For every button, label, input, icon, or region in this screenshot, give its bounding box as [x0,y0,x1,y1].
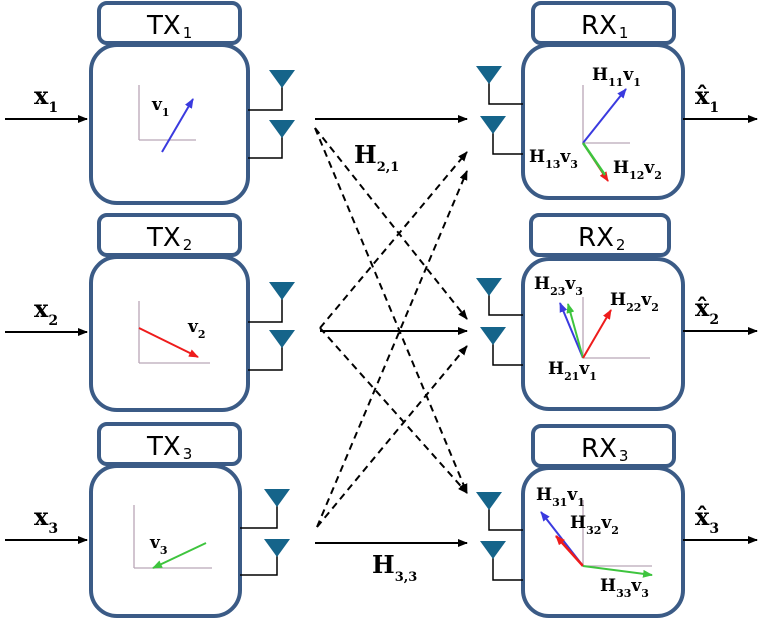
tx1-precoder-vector [161,98,194,153]
tx3-vector-label: v3 [149,533,168,557]
rx3-label-h32v2: H32v2 [570,513,619,537]
antenna-icon [480,327,506,345]
rx3-box [521,466,685,618]
antenna-icon [264,539,290,557]
rx3-label-h33v3: H33v3 [600,576,649,600]
cross-link-1-2 [314,127,468,320]
antenna-icon [269,120,295,138]
rx1-label-h11v1: H11v1 [592,65,641,89]
rx2-box [521,257,685,411]
cross-link-2-3 [319,327,468,494]
antenna-icon [269,282,295,300]
rx3-output-label: x̂3 [695,502,719,537]
channel-label-h21: H2,1 [354,140,399,175]
cross-link-3-2 [316,345,468,528]
rx3-label-h31v1: H31v1 [536,485,585,509]
antenna-icon [264,489,290,507]
tx1-input-label: x1 [34,81,58,116]
channel-label-h33: H3,3 [372,550,417,585]
rx2-label-h23v3: H23v3 [534,274,583,298]
tx2-input-label: x2 [34,294,58,329]
tx1-vector-label: v1 [151,95,170,119]
antenna-icon [476,66,502,84]
channel-links: H2,1 H3,3 [314,115,468,585]
tx3-precoder-vector [152,542,207,569]
tx3-box [89,464,242,618]
rx2-output-label: x̂2 [695,293,719,328]
rx3-interference-vector-2 [555,535,584,567]
tx3-input-label: x3 [34,502,58,537]
tx1-box [89,43,250,205]
cross-link-1-3 [314,127,468,494]
rx1-box [521,43,685,200]
antenna-icon [480,541,506,559]
antenna-icon [476,492,502,510]
rx2-label-box [529,213,671,257]
rx2-interference-vector-3 [566,303,584,359]
antenna-icon [476,278,502,296]
rx2-interference-vector-1 [559,302,584,359]
rx1-output-label: x̂1 [695,81,719,116]
antenna-icon [480,116,506,134]
antenna-icon [269,70,295,88]
cross-link-3-1 [316,170,468,528]
rx2-desired-vector [582,309,612,359]
rx1-label-h12v2: H12v2 [613,158,662,182]
rx1-label-h13v3: H13v3 [529,147,578,171]
antenna-icon [269,330,295,348]
rx3-interference-vector-3 [582,565,653,578]
rx2-label-h21v1: H21v1 [548,359,597,383]
tx2-vector-label: v2 [187,317,206,341]
rx1-interference-vector-3 [581,142,607,176]
tx2-precoder-vector [138,327,199,358]
cross-link-2-1 [319,151,468,329]
tx2-box [89,255,250,412]
rx1-desired-vector [582,88,627,144]
rx2-label-h22v2: H22v2 [610,290,659,314]
